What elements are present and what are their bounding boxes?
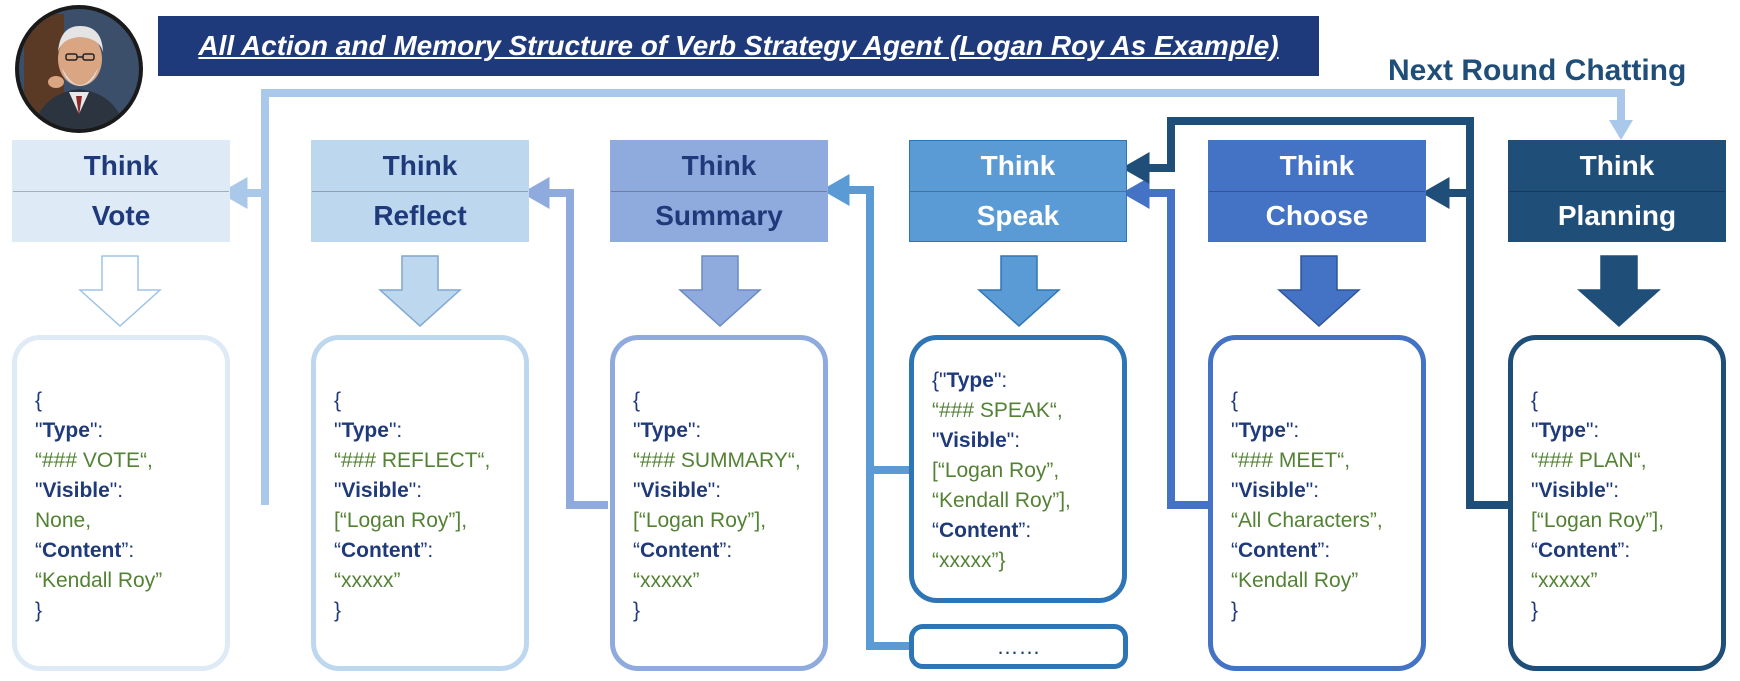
step-action-label: Vote (91, 200, 151, 232)
memory-line: “xxxxx” (334, 569, 401, 592)
summary-to-reflect-arrow (521, 177, 608, 509)
step-action-label: Speak (976, 200, 1060, 232)
step-think-label: Think (1209, 141, 1425, 192)
next-round-label: Next Round Chatting (1388, 54, 1687, 87)
memory-line: } (35, 599, 43, 622)
more-memory-box: …… (909, 624, 1128, 669)
step-think-label: Think (13, 141, 229, 192)
step-think-label: Think (312, 141, 528, 192)
memory-line: “### SUMMARY“, (633, 449, 801, 472)
down-arrow-vote (78, 255, 162, 328)
memory-line: "Visible": (334, 479, 423, 502)
memory-line: } (633, 599, 641, 622)
memory-line: } (1231, 599, 1239, 622)
step-action-label: Planning (1557, 200, 1677, 232)
memory-line: "Type": (1231, 419, 1300, 442)
memory-line: [“Logan Roy”], (334, 509, 468, 532)
memory-line: } (334, 599, 342, 622)
more-to-summary-line (866, 470, 910, 650)
memory-line: “### PLAN“, (1531, 449, 1647, 472)
avatar (15, 5, 143, 133)
step-action-label: Choose (1265, 200, 1369, 232)
memory-line: "Type": (334, 419, 403, 442)
memory-line: "Visible": (1531, 479, 1620, 502)
memory-line: “Kendall Roy” (1231, 569, 1359, 592)
step-action-label: Reflect (373, 200, 467, 232)
memory-line: { (1231, 389, 1239, 412)
memory-line: "Type": (633, 419, 702, 442)
memory-line: [“Logan Roy”], (633, 509, 767, 532)
memory-line: “Kendall Roy”], (932, 489, 1071, 512)
memory-line: [“Logan Roy”, (932, 459, 1060, 482)
step-think-label: Think (1509, 141, 1725, 192)
memory-box-speak: {"Type": “### SPEAK“, "Visible": [“Logan Ro… (909, 335, 1127, 603)
memory-line: [“Logan Roy”], (1531, 509, 1665, 532)
memory-line: { (35, 389, 43, 412)
down-arrow-reflect (378, 255, 462, 328)
memory-line: “All Characters”, (1231, 509, 1383, 532)
memory-line: {"Type": (932, 369, 1008, 392)
memory-line: "Type": (1531, 419, 1600, 442)
memory-box-reflect: { "Type": “### REFLECT“, "Visible": [“Logan … (311, 335, 529, 671)
memory-line: "Visible": (633, 479, 722, 502)
memory-line: “Content”: (35, 539, 135, 562)
memory-line: “Content”: (334, 539, 434, 562)
step-think-label: Think (910, 141, 1126, 192)
memory-line: { (1531, 389, 1539, 412)
planning-to-speak-arrow (1121, 117, 1474, 193)
memory-line: "Visible": (932, 429, 1021, 452)
down-arrow-summary (678, 255, 762, 328)
memory-line: “Content”: (1531, 539, 1631, 562)
memory-line: { (334, 389, 342, 412)
memory-line: “xxxxx”} (932, 549, 1006, 572)
choose-to-speak-arrow (1121, 177, 1208, 509)
title-text: All Action and Memory Structure of Verb … (198, 30, 1279, 61)
memory-line: "Visible": (1231, 479, 1320, 502)
memory-line: { (633, 389, 641, 412)
down-arrow-choose (1277, 255, 1361, 328)
memory-line: “### REFLECT“, (334, 449, 491, 472)
memory-line: “xxxxx” (633, 569, 700, 592)
memory-line: } (1531, 599, 1539, 622)
down-arrow-speak (977, 255, 1061, 328)
memory-line: “### VOTE“, (35, 449, 153, 472)
step-think-label: Think (611, 141, 827, 192)
down-arrow-planning (1577, 255, 1661, 328)
next-round-arrow (261, 89, 1625, 505)
memory-box-vote: { "Type": “### VOTE“, "Visible": None, “Conte… (12, 335, 230, 671)
memory-line: “Content”: (1231, 539, 1331, 562)
memory-line: “Content”: (932, 519, 1032, 542)
step-action-label: Summary (655, 200, 783, 232)
memory-line: “Kendall Roy” (35, 569, 163, 592)
memory-line: None, (35, 509, 92, 532)
memory-box-planning: { "Type": “### PLAN“, "Visible": [“Logan Roy… (1508, 335, 1726, 671)
more-box-text: …… (996, 633, 1041, 659)
next-round-arrow-head (1609, 120, 1633, 140)
memory-box-choose: { "Type": “### MEET“, "Visible": “All Charac… (1208, 335, 1426, 671)
memory-line: “### MEET“, (1231, 449, 1351, 472)
title-banner: All Action and Memory Structure of Verb … (158, 16, 1319, 76)
memory-line: “Content”: (633, 539, 733, 562)
memory-line: "Type": (35, 419, 104, 442)
speak-to-summary-arrow (821, 174, 910, 474)
memory-line: "Visible": (35, 479, 124, 502)
memory-line: “xxxxx” (1531, 569, 1598, 592)
memory-line: “### SPEAK“, (932, 399, 1063, 422)
planning-to-choose-arrow (1421, 177, 1508, 509)
memory-box-summary: { "Type": “### SUMMARY“, "Visible": [“Logan … (610, 335, 828, 671)
